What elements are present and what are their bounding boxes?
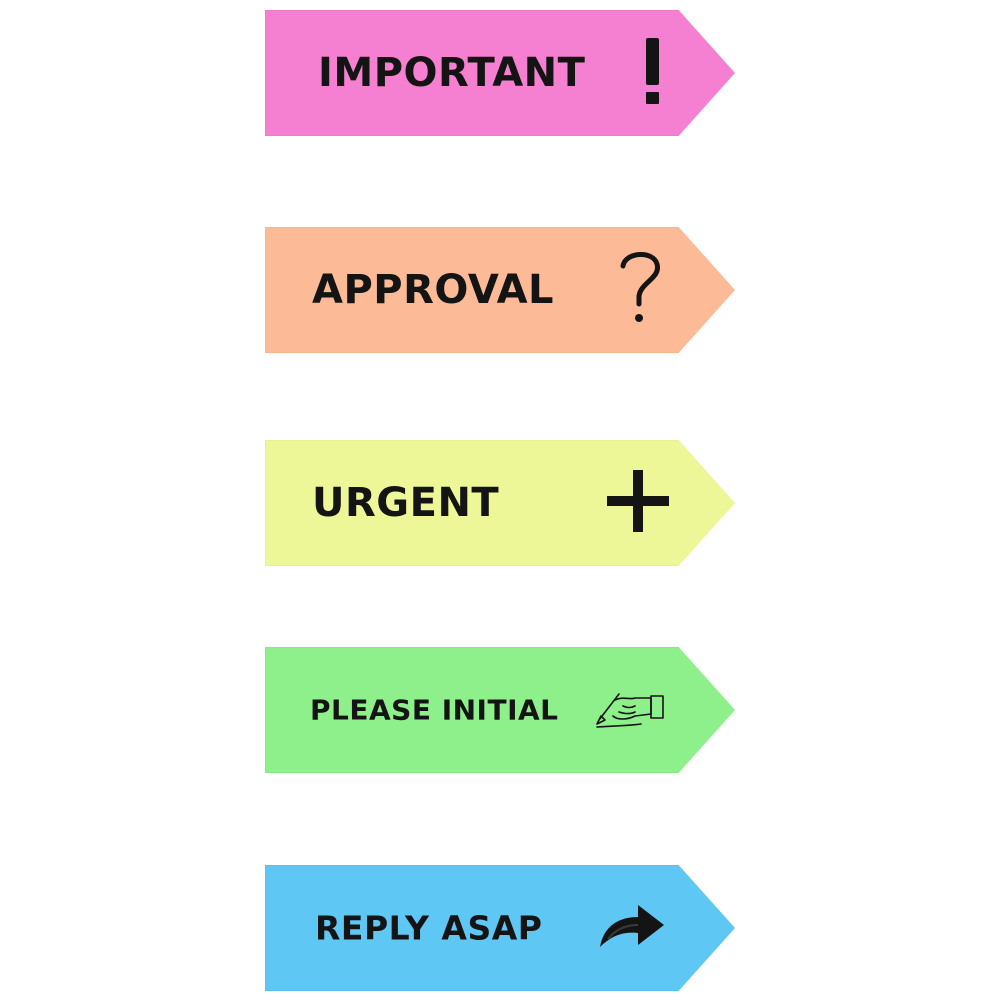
- flag-label: APPROVAL: [312, 267, 555, 313]
- flag-label: URGENT: [312, 480, 500, 526]
- hand-writing-icon: [595, 686, 667, 734]
- plus-icon: [605, 468, 671, 538]
- flag-label: PLEASE INITIAL: [310, 693, 559, 727]
- flag-label: REPLY ASAP: [315, 908, 543, 948]
- question-mark-icon: [615, 248, 665, 332]
- flag-please-initial: PLEASE INITIAL: [265, 647, 735, 773]
- flag-important: IMPORTANT: [265, 10, 735, 136]
- flag-reply-asap: REPLY ASAP: [265, 865, 735, 991]
- flag-approval: APPROVAL: [265, 227, 735, 353]
- exclamation-icon: [643, 36, 663, 110]
- flag-label: IMPORTANT: [318, 50, 586, 96]
- flag-urgent: URGENT: [265, 440, 735, 566]
- curved-arrow-icon: [598, 901, 666, 955]
